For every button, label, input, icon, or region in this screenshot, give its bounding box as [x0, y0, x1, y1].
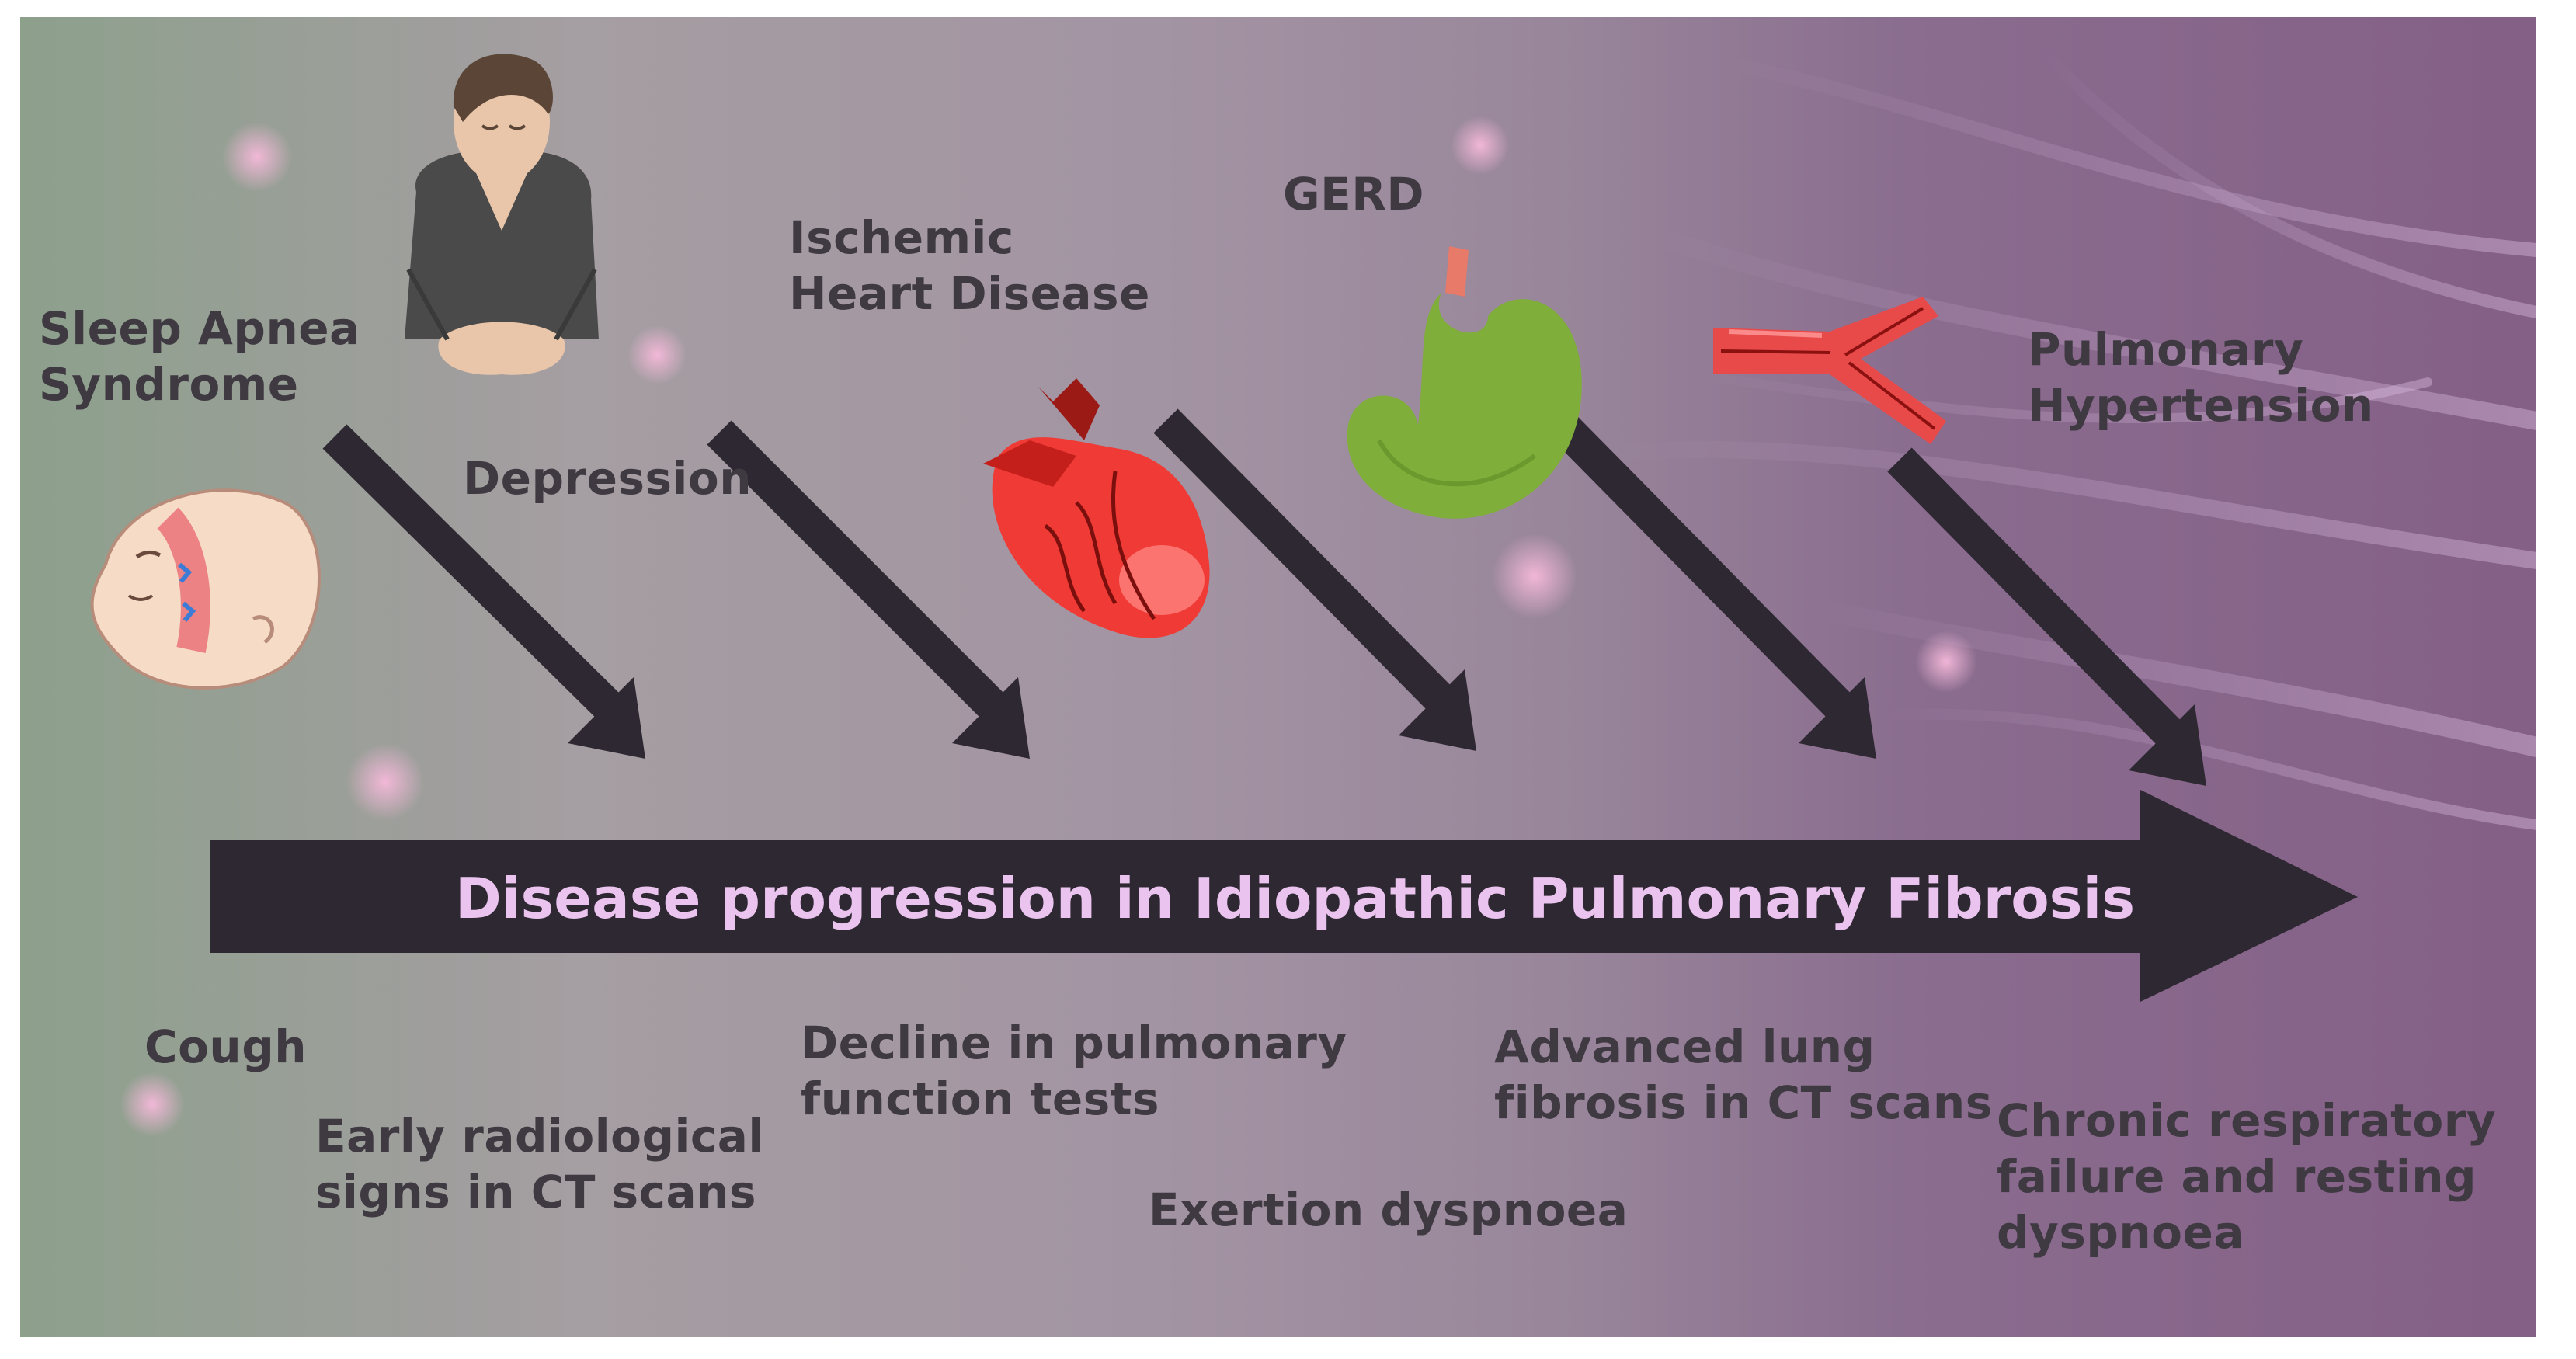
- label-pulmonary-hypertension: Pulmonary Hypertension: [2028, 323, 2374, 432]
- sleeping-face-icon: [90, 488, 321, 690]
- arrow-gerd: [1553, 416, 1876, 759]
- blood-vessel-icon: [1713, 297, 1946, 444]
- stage-advanced-fibrosis: Advanced lung fibrosis in CT scans: [1494, 1020, 1993, 1129]
- fiber-strands: [1604, 42, 2536, 830]
- label-depression: Depression: [463, 452, 753, 505]
- stage-pft-decline: Decline in pulmonary function tests: [801, 1017, 1347, 1125]
- timeline-arrow: [210, 790, 2358, 1002]
- arrow-ischemic-heart: [1153, 408, 1476, 751]
- background-spots: [120, 116, 1977, 1137]
- arrow-pulmonary-hypertension: [1887, 447, 2206, 786]
- arrow-sleep-apnea: [322, 424, 645, 759]
- heart-icon: [983, 378, 1210, 638]
- sad-man-icon: [405, 54, 599, 375]
- label-gerd: GERD: [1283, 168, 1425, 221]
- diagram-canvas: Disease progression in Idiopathic Pulmon…: [20, 17, 2536, 1337]
- label-ischemic-heart: Ischemic Heart Disease: [789, 211, 1150, 320]
- timeline-label: Disease progression in Idiopathic Pulmon…: [455, 866, 2136, 931]
- stage-cough: Cough: [144, 1020, 308, 1073]
- label-sleep-apnea: Sleep Apnea Syndrome: [39, 302, 360, 411]
- stage-exertion-dyspnoea: Exertion dyspnoea: [1149, 1183, 1629, 1236]
- arrow-depression: [707, 420, 1030, 759]
- stomach-icon: [1347, 246, 1582, 519]
- background-layer: [120, 42, 2536, 1137]
- stage-early-radiological: Early radiological signs in CT scans: [315, 1110, 764, 1218]
- comorbidity-arrows: [322, 408, 2206, 786]
- stage-chronic-failure: Chronic respiratory failure and resting …: [1997, 1094, 2497, 1259]
